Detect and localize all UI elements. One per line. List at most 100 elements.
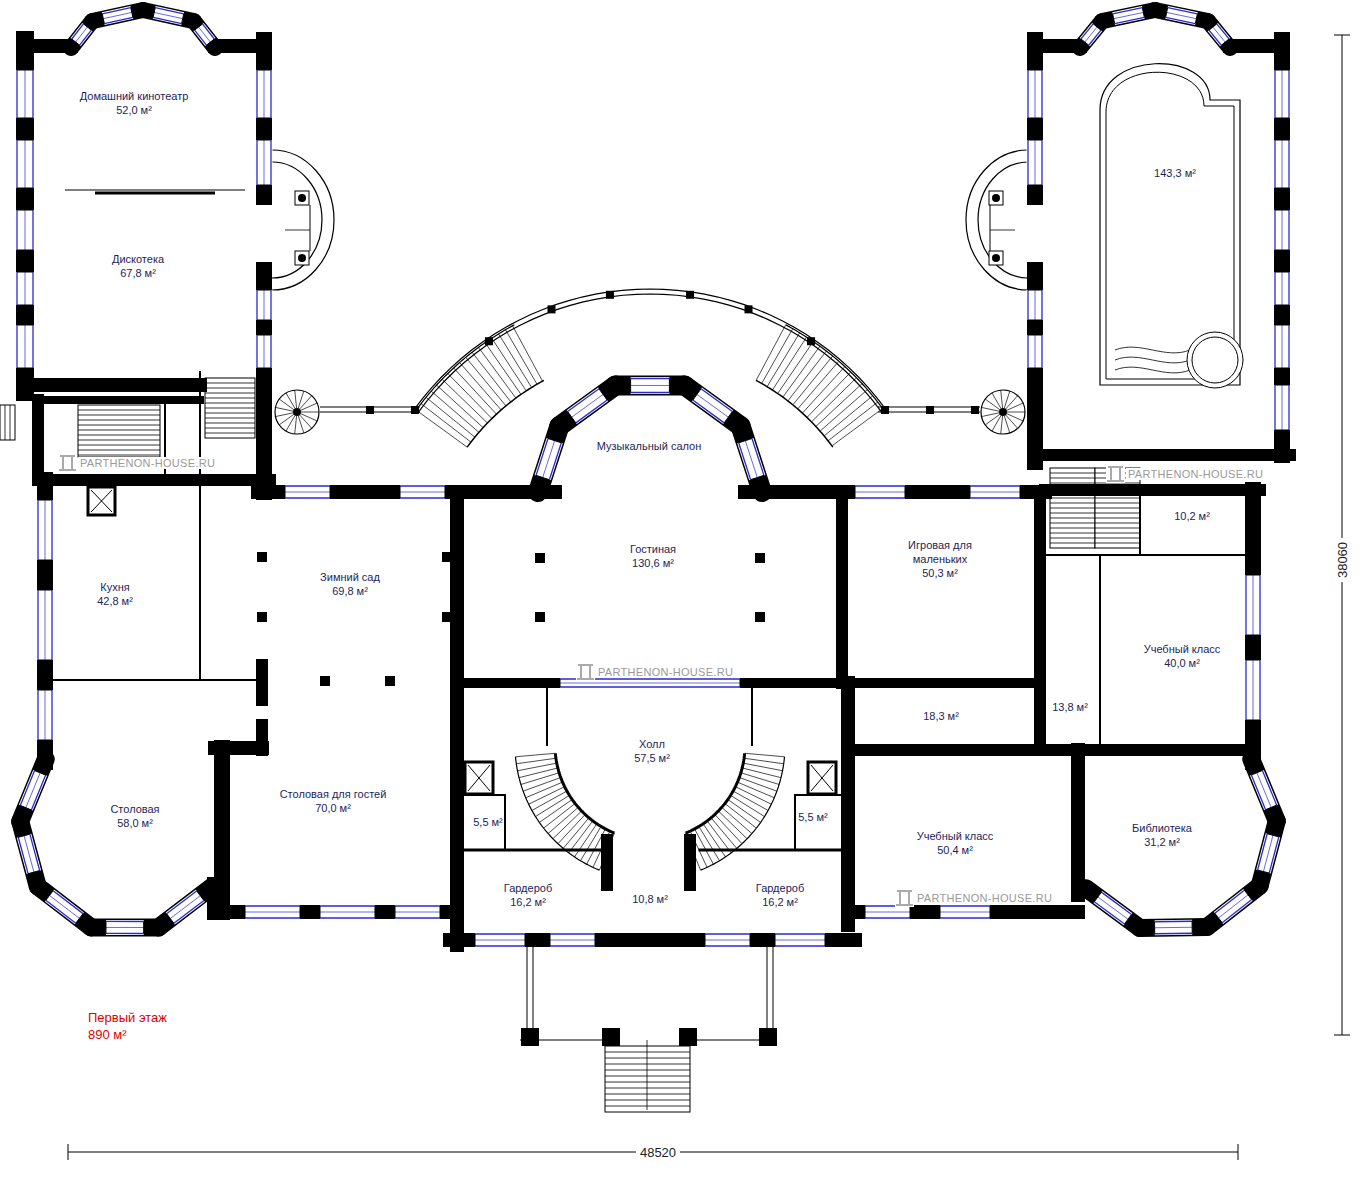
room-area: 50,4 м² bbox=[917, 844, 994, 858]
window-frame bbox=[103, 12, 132, 18]
watermark: PARTHENON-HOUSE.RU bbox=[1126, 468, 1265, 480]
room-label: Зимний сад69,8 м² bbox=[318, 570, 382, 600]
window-frame bbox=[865, 917, 910, 918]
room-label: Музыкальный салон bbox=[595, 439, 704, 455]
window-frame bbox=[536, 475, 549, 479]
room-label: Библиотека31,2 м² bbox=[1130, 821, 1194, 851]
window-frame bbox=[1154, 922, 1155, 934]
floor-area: 890 м² bbox=[88, 1027, 127, 1043]
room-area: 70,0 м² bbox=[280, 802, 387, 816]
window-frame bbox=[16, 140, 17, 188]
rail-post bbox=[366, 406, 374, 414]
stair-tread bbox=[1050, 473, 1095, 474]
window-frame bbox=[775, 945, 825, 946]
window-frame bbox=[1217, 24, 1229, 39]
window-frame bbox=[195, 30, 207, 45]
column bbox=[535, 612, 545, 622]
window-frame bbox=[475, 940, 525, 941]
window-frame bbox=[970, 485, 1020, 486]
window-frame bbox=[264, 290, 265, 320]
window-frame bbox=[855, 485, 905, 486]
window-frame bbox=[1155, 921, 1193, 923]
entry-steps bbox=[5, 405, 6, 440]
stair-tread bbox=[205, 388, 255, 389]
window-frame bbox=[31, 775, 45, 810]
stair-tread bbox=[78, 420, 160, 421]
stair-tread bbox=[1006, 396, 1018, 409]
stair-tread bbox=[722, 807, 752, 833]
stair-tread bbox=[798, 361, 839, 409]
window-glass bbox=[1027, 290, 1044, 320]
room-name: Гардероб bbox=[504, 882, 552, 896]
window-frame bbox=[167, 914, 174, 924]
door-opening bbox=[1027, 205, 1044, 262]
window-frame bbox=[1288, 210, 1289, 250]
window-frame bbox=[1028, 320, 1042, 321]
stair-tread bbox=[605, 1064, 690, 1065]
window-glass bbox=[16, 210, 35, 250]
window-glass bbox=[285, 485, 330, 500]
room-area: 31,2 м² bbox=[1132, 836, 1192, 850]
dimension-tick bbox=[1334, 1035, 1350, 1036]
room-label: 5,5 м² bbox=[796, 810, 830, 826]
window-frame bbox=[155, 8, 184, 14]
window-frame bbox=[105, 921, 106, 933]
window-glass bbox=[1274, 70, 1291, 118]
window-frame bbox=[1081, 24, 1093, 39]
window-frame bbox=[270, 290, 271, 320]
wall bbox=[1035, 449, 1290, 461]
window-frame bbox=[630, 378, 631, 392]
window-frame bbox=[1113, 14, 1115, 24]
window-frame bbox=[285, 492, 330, 493]
stair-tread bbox=[1095, 518, 1140, 519]
dimension: 38060 bbox=[1335, 538, 1350, 582]
stair-tread bbox=[485, 343, 521, 395]
stair-tread bbox=[811, 378, 856, 422]
watermark: PARTHENON-HOUSE.RU bbox=[78, 457, 217, 469]
window-frame bbox=[1041, 140, 1042, 185]
window-frame bbox=[1282, 272, 1283, 305]
window-frame bbox=[1275, 210, 1289, 211]
wall bbox=[1099, 555, 1101, 745]
window-frame bbox=[568, 412, 576, 423]
window-frame bbox=[154, 12, 183, 18]
room-label: 5,5 м² bbox=[471, 815, 505, 831]
bay-wall bbox=[1140, 918, 1207, 937]
window-frame bbox=[1192, 921, 1193, 933]
elevator-shaft bbox=[88, 487, 115, 515]
stair-tread bbox=[78, 455, 160, 456]
window-frame bbox=[548, 438, 561, 442]
window-glass bbox=[775, 933, 825, 948]
stair-tread bbox=[295, 390, 297, 408]
stair-tread bbox=[762, 329, 793, 384]
stair-tread bbox=[275, 407, 293, 411]
stair-tread bbox=[744, 758, 784, 764]
logo-patch bbox=[1106, 465, 1125, 483]
wall bbox=[199, 485, 201, 680]
window-glass bbox=[631, 377, 670, 394]
stair-tread bbox=[605, 1052, 690, 1053]
window-glass bbox=[1114, 12, 1144, 18]
window-frame bbox=[560, 683, 740, 684]
stair-tread bbox=[1007, 412, 1025, 413]
window-frame bbox=[536, 438, 548, 475]
wall bbox=[450, 933, 855, 947]
spiral-post bbox=[293, 408, 301, 416]
window-frame bbox=[1035, 70, 1036, 118]
stair-tread bbox=[78, 445, 160, 446]
window-frame bbox=[25, 325, 26, 368]
dimension-tick bbox=[1238, 1144, 1239, 1160]
window-frame bbox=[1222, 900, 1252, 923]
stair-outline bbox=[205, 378, 255, 438]
stair-tread bbox=[301, 412, 319, 413]
wall bbox=[38, 474, 270, 486]
window-frame bbox=[1035, 335, 1036, 368]
room-area: 130,6 м² bbox=[630, 557, 676, 571]
window-glass bbox=[1274, 385, 1291, 430]
stair-tread bbox=[1001, 416, 1003, 434]
room-area: 10,2 м² bbox=[1174, 510, 1210, 524]
window-frame bbox=[1251, 770, 1262, 775]
stair-tread bbox=[205, 433, 255, 434]
window-frame bbox=[1288, 385, 1289, 430]
window-frame bbox=[257, 70, 271, 71]
